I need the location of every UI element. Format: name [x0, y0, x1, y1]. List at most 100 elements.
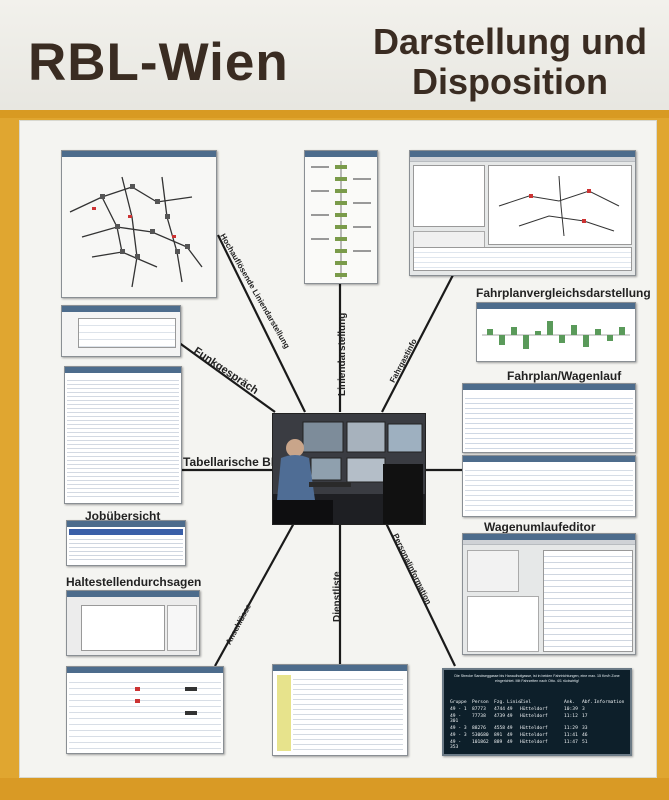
connections-grid	[69, 677, 221, 749]
board-cell: 49 - 1	[450, 707, 467, 712]
board-cell: 49	[507, 707, 513, 712]
schedule-compare-screenshot	[476, 302, 636, 362]
mini-network-graphic	[498, 175, 620, 237]
window-titlebar	[463, 384, 635, 390]
board-cell: 33	[582, 726, 588, 731]
duty-list-screenshot	[272, 664, 408, 756]
dispatch-app-screenshot	[409, 150, 636, 276]
timetable-grid	[465, 394, 633, 449]
line-display-screenshot	[304, 150, 378, 284]
board-table: Gruppe Person Fzg. Linie Ziel Ank. Abf. …	[450, 700, 628, 750]
board-cell: 11:47	[564, 740, 578, 745]
job-selected-row	[69, 529, 183, 535]
control-room-photo	[272, 413, 426, 525]
header-gruppe: Gruppe	[450, 700, 467, 705]
radio-call-screenshot	[61, 305, 181, 357]
poster-subtitle: Darstellung und Disposition	[373, 22, 647, 102]
board-cell: 4739	[494, 714, 506, 719]
board-cell: 77738	[472, 714, 486, 719]
window-titlebar	[477, 303, 635, 309]
network-map-graphic	[69, 176, 203, 288]
board-cell: Hütteldorf	[520, 726, 548, 731]
board-cell: 891	[494, 733, 503, 738]
header-fzg: Fzg.	[494, 700, 506, 705]
label-dienstliste: Dienstliste	[332, 571, 343, 622]
header-ank: Ank.	[564, 700, 576, 705]
label-fahrplan-wagenlauf: Fahrplan/Wagenlauf	[507, 369, 622, 383]
window-titlebar	[62, 306, 180, 312]
board-cell: 4744	[494, 707, 506, 712]
announcement-options	[167, 605, 197, 651]
board-cell: 11:41	[564, 733, 578, 738]
announcement-text-area	[81, 605, 165, 651]
map-panel	[488, 165, 632, 245]
editor-form	[467, 550, 519, 592]
label-haltestellendurchsagen: Haltestellendurchsagen	[66, 575, 202, 589]
schedule-compare-graphic	[482, 321, 630, 349]
board-cell: 49	[507, 740, 513, 745]
window-titlebar	[67, 521, 185, 527]
tree-panel	[413, 165, 485, 227]
network-map-screenshot	[61, 150, 217, 298]
control-room-graphic	[273, 414, 425, 524]
label-tabellarische: Tabellarische BI	[183, 455, 275, 469]
label-liniendarstellung: Liniendarstellung	[337, 312, 348, 396]
editor-list	[467, 596, 539, 652]
departure-board: Die Strecke Sandweggasse bis Hanaulhofga…	[442, 668, 632, 756]
label-jobuebersicht: Jobübersicht	[85, 509, 161, 523]
tabular-screenshot	[64, 366, 182, 504]
board-cell: 11:12	[564, 714, 578, 719]
window-titlebar	[65, 367, 181, 373]
editor-grid	[543, 550, 633, 652]
window-titlebar	[410, 151, 635, 157]
window-titlebar	[463, 534, 635, 540]
board-header-row: Gruppe Person Fzg. Linie Ziel Ank. Abf. …	[450, 700, 628, 705]
board-cell: 101862	[472, 740, 489, 745]
window-titlebar	[463, 456, 635, 462]
header-person: Person	[472, 700, 489, 705]
vehicle-editor-screenshot	[462, 533, 636, 655]
announcement-screenshot	[66, 590, 200, 656]
board-cell: Hütteldorf	[520, 707, 548, 712]
header-linie: Linie	[507, 700, 521, 705]
board-cell: 49	[507, 733, 513, 738]
line-display-graphic	[311, 161, 371, 279]
header-information: Information	[594, 700, 625, 705]
vehicle-run-screenshot	[462, 455, 636, 517]
poster-title: RBL-Wien	[28, 33, 289, 92]
dark-marker	[185, 687, 197, 691]
board-cell: 49	[507, 714, 513, 719]
board-cell: 17	[582, 714, 588, 719]
board-cell: 3	[582, 707, 585, 712]
poster-subtitle-line1: Darstellung und	[372, 21, 647, 62]
highlight-column	[277, 675, 291, 751]
duty-list-grid	[293, 675, 403, 751]
job-overview-screenshot	[66, 520, 186, 566]
window-titlebar	[67, 667, 223, 673]
label-wagenumlaufeditor: Wagenumlaufeditor	[484, 520, 596, 534]
board-cell: 87773	[472, 707, 486, 712]
header-stripe	[0, 110, 669, 118]
header-ziel: Ziel	[520, 700, 532, 705]
label-fahrplanvergleich: Fahrplanvergleichsdarstellung	[476, 286, 651, 300]
board-cell: 10:39	[564, 707, 578, 712]
vehicle-run-grid	[465, 466, 633, 512]
radio-call-table	[78, 318, 176, 348]
board-cell: 4558	[494, 726, 506, 731]
job-grid	[69, 536, 183, 562]
red-marker	[135, 699, 140, 703]
board-cell: Hütteldorf	[520, 740, 548, 745]
tabular-grid	[67, 377, 179, 499]
red-marker	[135, 687, 140, 691]
board-cell: 49 - 301	[450, 714, 462, 724]
window-titlebar	[273, 665, 407, 671]
board-cell: 51	[582, 740, 588, 745]
window-titlebar	[305, 151, 377, 157]
board-cell: 530680	[472, 733, 489, 738]
